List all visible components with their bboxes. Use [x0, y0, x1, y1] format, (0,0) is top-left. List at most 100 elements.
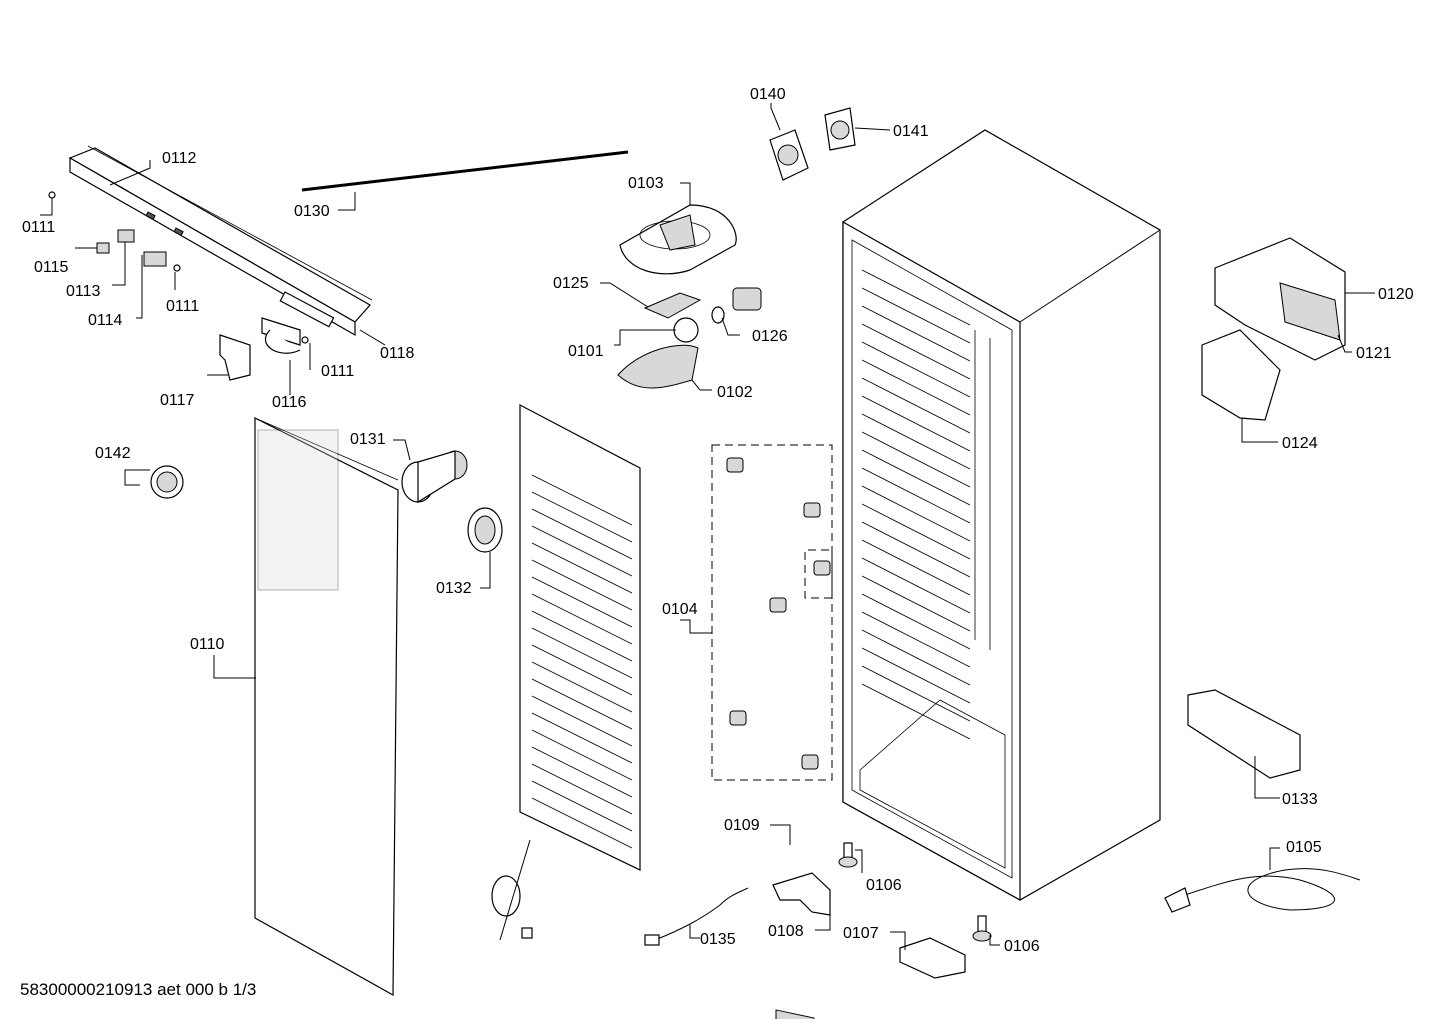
- part-0115: [96, 242, 110, 254]
- label-0117: 0117: [160, 392, 195, 409]
- bracket-0117: [219, 334, 251, 381]
- condenser-rib: [531, 610, 633, 662]
- condenser-rib: [531, 746, 633, 798]
- condenser-rib: [531, 542, 633, 594]
- shelf-rib: [861, 575, 971, 632]
- bulb-0101: [673, 317, 699, 343]
- shelf-rib: [861, 341, 971, 398]
- shelf-rib: [861, 521, 971, 578]
- condenser-rib: [531, 508, 633, 560]
- shelf-rib: [861, 683, 971, 740]
- part-0132: [467, 507, 503, 553]
- shelf-clip: [813, 560, 831, 576]
- condenser-rib: [531, 593, 633, 645]
- label-0126: 0126: [752, 328, 788, 345]
- ring-0111-b: [173, 264, 181, 272]
- label-0111-a: 0111: [22, 219, 55, 236]
- label-0135: 0135: [700, 931, 736, 948]
- part-0131: [401, 450, 468, 504]
- label-0140: 0140: [750, 86, 786, 103]
- label-0124: 0124: [1282, 435, 1318, 452]
- part-0113: [117, 229, 135, 243]
- cable-0135: [644, 887, 749, 946]
- handle-0142: [150, 465, 184, 499]
- label-0110: 0110: [190, 636, 225, 653]
- label-0108: 0108: [768, 923, 804, 940]
- shelf-rib: [861, 359, 971, 416]
- shelf-rib: [861, 611, 971, 668]
- fan-0140: [769, 129, 809, 181]
- lamp-cover-0102: [617, 344, 699, 389]
- label-0105: 0105: [1286, 839, 1322, 856]
- condenser-rib: [531, 627, 633, 679]
- condenser-rib: [531, 695, 633, 747]
- document-footer-id: 58300000210913 aet 000 b 1/3: [20, 980, 257, 999]
- cabinet-shelf-ribs: [861, 269, 971, 740]
- fan-cover-0141: [824, 107, 856, 151]
- ring-0111-a: [48, 191, 56, 199]
- shelf-rib: [861, 431, 971, 488]
- condenser-rib: [531, 576, 633, 628]
- label-0114: 0114: [88, 312, 123, 329]
- cover-0120: [1214, 237, 1346, 361]
- part-labels: 0111 0112 0115 0113 0114 0111 0118 0111 …: [22, 86, 1414, 955]
- shelf-rib: [861, 539, 971, 596]
- label-0107: 0107: [843, 925, 879, 942]
- tube-0130: [301, 150, 629, 192]
- label-0106-b: 0106: [1004, 938, 1040, 955]
- box-0124: [1201, 329, 1281, 421]
- label-0132: 0132: [436, 580, 472, 597]
- label-0103: 0103: [628, 175, 664, 192]
- shelf-rib: [861, 503, 971, 560]
- label-0115: 0115: [34, 259, 69, 276]
- label-0101: 0101: [568, 343, 604, 360]
- shelf-rib: [861, 629, 971, 686]
- door-panel-0110: [254, 417, 399, 997]
- label-0121: 0121: [1356, 345, 1392, 362]
- tray-0133: [1187, 689, 1301, 779]
- condenser-rib: [531, 712, 633, 764]
- condenser-rib: [531, 644, 633, 696]
- shelf-rib: [861, 269, 971, 326]
- label-0116: 0116: [272, 394, 307, 411]
- label-0106-a: 0106: [866, 877, 902, 894]
- shelf-rib: [861, 557, 971, 614]
- label-0112: 0112: [162, 150, 197, 167]
- label-0142: 0142: [95, 445, 131, 462]
- condenser-rib: [531, 797, 633, 849]
- shelf-rib: [861, 413, 971, 470]
- hinge-0107: [899, 937, 966, 979]
- shelf-rib: [861, 305, 971, 362]
- condenser-rib: [531, 729, 633, 781]
- shelf-rib: [861, 449, 971, 506]
- ring-0111-c: [301, 336, 309, 344]
- shelf-clip: [801, 754, 819, 770]
- part-0109: [775, 1009, 815, 1019]
- cover-0125: [643, 292, 702, 319]
- label-0111-b: 0111: [166, 298, 199, 315]
- hinge-0116: [261, 317, 301, 354]
- label-0131: 0131: [350, 431, 386, 448]
- screw-0106-b: [972, 915, 992, 942]
- condenser-rib: [531, 763, 633, 815]
- condenser-rib: [531, 525, 633, 577]
- label-0130: 0130: [294, 203, 330, 220]
- label-0141: 0141: [893, 123, 929, 140]
- rear-condenser-panel: [491, 404, 641, 941]
- shelf-rib: [861, 377, 971, 434]
- shelf-clip: [769, 597, 787, 613]
- screw-0106-a: [838, 842, 858, 868]
- condenser-rib: [531, 678, 633, 730]
- condenser-rib: [531, 491, 633, 543]
- shelf-rib: [861, 647, 971, 704]
- shelf-rib: [861, 287, 971, 344]
- top-frame-part: [68, 145, 373, 337]
- socket-0126: [711, 287, 762, 324]
- part-0114: [143, 251, 167, 267]
- condenser-rib: [531, 780, 633, 832]
- hinge-0108: [772, 872, 831, 916]
- shelf-clip: [729, 710, 747, 726]
- power-cable-0105: [1164, 868, 1361, 913]
- leader-lines: [40, 103, 1375, 950]
